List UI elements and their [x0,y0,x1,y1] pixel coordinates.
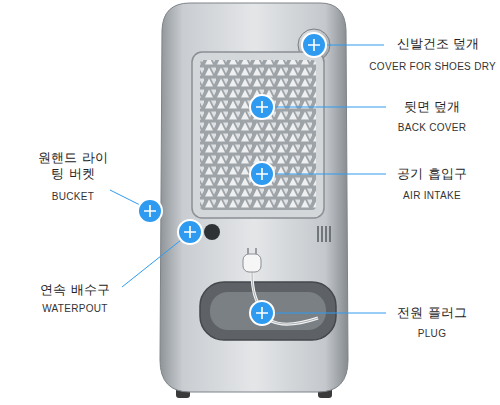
part-name: 신발건조 덮개 [397,36,479,52]
part-name: 뒷면 덮개 [404,99,460,115]
callout-marker [138,33,326,325]
part-name: 공기 흡입구 [397,166,466,182]
part-name: 연속 배수구 [40,282,109,298]
part-name-english: BACK COVER [398,122,467,134]
part-name-english: AIR INTAKE [403,190,461,202]
part-name: 원핸드 라이팅 버켓 [35,150,111,182]
part-name-english: BUCKET [52,191,94,203]
part-name-english: PLUG [418,328,446,340]
part-name: 전원 플러그 [397,305,466,321]
part-name-english: WATERPOUT [42,303,107,315]
part-name-english: COVER FOR SHOES DRY [369,61,496,73]
